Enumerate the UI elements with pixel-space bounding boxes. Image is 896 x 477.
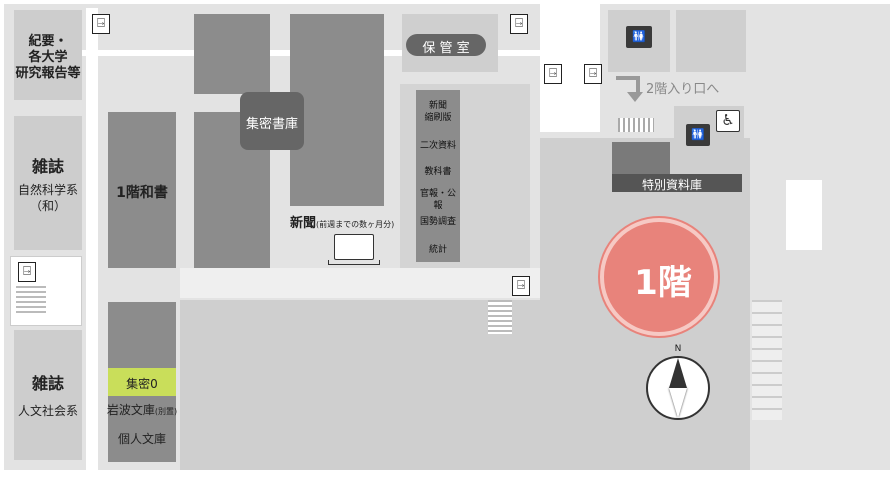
east-wing-stair	[752, 300, 782, 420]
magazine-science-title: 雑誌	[31, 157, 64, 176]
storage-room-box	[406, 34, 486, 56]
restroom-icon-2: 🚻	[686, 124, 710, 146]
compact-stacks-box	[240, 92, 304, 150]
exit-icon: ⍈	[512, 276, 530, 296]
compact-zero-label: 集密0	[126, 377, 158, 391]
floor-badge-label: 1階	[634, 263, 692, 303]
magazine-humanities-title: 雑誌	[31, 374, 64, 393]
bulletins-label: 紀要・各大学研究報告等	[15, 34, 81, 81]
restroom-icon: 🚻	[626, 26, 652, 48]
magazine-humanities-room	[14, 330, 82, 460]
newspapers-label: 新聞(前週までの数ヶ月分)	[290, 216, 395, 231]
magazine-science-room	[14, 116, 82, 250]
exit-icon: ⍈	[544, 64, 562, 84]
exit-icon: ⍈	[92, 14, 110, 34]
personal-collection-label: 個人文庫	[117, 432, 166, 446]
shelf-block-d	[290, 84, 384, 206]
corridor-mid	[180, 268, 540, 298]
opac-base	[328, 260, 380, 265]
floor-badge	[600, 218, 718, 336]
to-2f-entrance-label: 2階入り口へ	[646, 82, 720, 97]
exit-icon: ⍈	[584, 64, 602, 84]
corridor-left	[86, 8, 98, 470]
shelf-block-a	[194, 14, 270, 94]
arrow-down-icon	[616, 76, 640, 96]
arrow-down-tip	[627, 92, 643, 102]
stairs-center-icon	[488, 300, 512, 334]
japanese-books-shelf	[108, 112, 176, 268]
shelf-label-textbook: 教科書	[424, 167, 452, 177]
special-collections-room	[612, 142, 670, 178]
northeast-room	[676, 10, 746, 72]
shelf-label-reduced: 縮刷版	[424, 113, 452, 123]
reference-labels: 新聞 縮刷版 二次資料 教科書 官報・公報 国勢調査 統計	[416, 100, 460, 256]
compact-zero-box	[108, 368, 176, 396]
compass-south-needle	[669, 388, 687, 418]
iwanami-label: 岩波文庫(別置)	[106, 403, 178, 417]
exit-icon: ⍈	[510, 14, 528, 34]
wheelchair-icon: ♿	[716, 110, 740, 132]
compact-stacks-label: 集密書庫	[245, 117, 298, 132]
shelf-block-c	[290, 14, 384, 94]
reference-shelf	[416, 90, 460, 262]
exit-icon: ⍈	[18, 262, 36, 282]
compass-north-label: N	[674, 344, 682, 354]
shelf-label-secondary: 二次資料	[419, 141, 456, 151]
shelf-label-stats: 統計	[428, 245, 447, 255]
magazine-humanities-sub: 人文社会系	[17, 404, 78, 418]
magazine-science-sub: 自然科学系（和）	[17, 183, 78, 213]
japanese-books-label: 1階和書	[116, 185, 168, 201]
shelf-label-gazette: 官報・公報	[419, 189, 456, 211]
bulletins-room	[14, 10, 82, 100]
storage-room-label: 保 管 室	[422, 41, 470, 56]
shelf-label-newspaper: 新聞	[428, 101, 447, 111]
shelf-label-census: 国勢調査	[419, 217, 456, 227]
east-wing-gap	[786, 180, 822, 250]
entrance-stairs-icon	[618, 118, 654, 132]
special-collections-label-box	[612, 174, 742, 192]
opac-terminal[interactable]	[334, 234, 374, 260]
compass-north-needle	[669, 358, 687, 388]
stairs-icon	[16, 286, 46, 316]
newspapers-note: (前週までの数ヶ月分)	[316, 220, 395, 229]
special-collections-label: 特別資料庫	[641, 178, 702, 192]
